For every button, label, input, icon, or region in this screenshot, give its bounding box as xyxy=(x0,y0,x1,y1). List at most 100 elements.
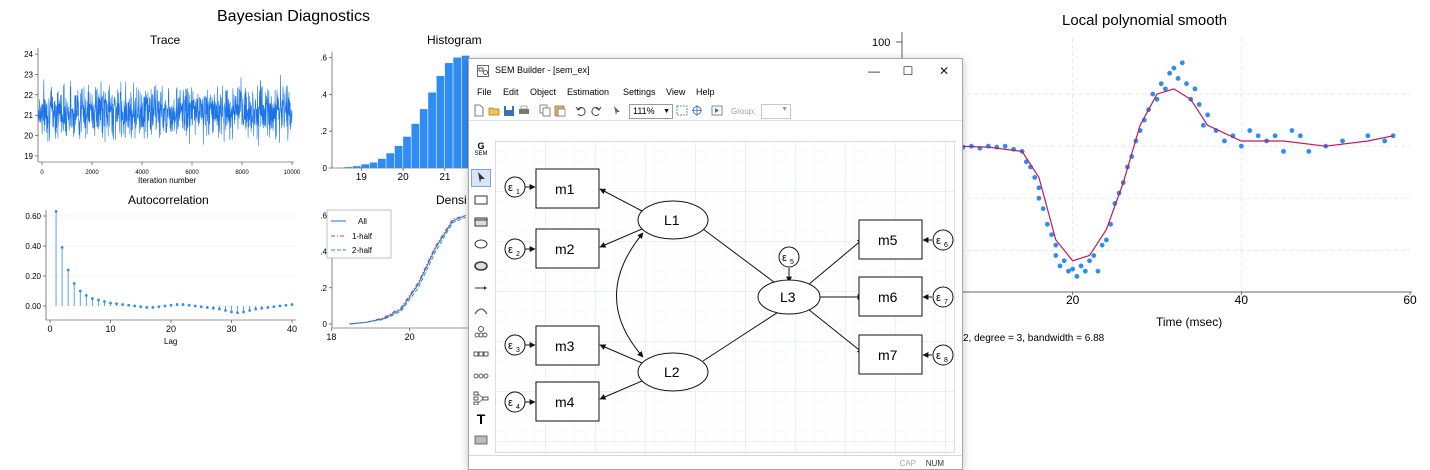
observed-label: m1 xyxy=(555,181,575,197)
covariance-l1-l2 xyxy=(616,232,644,358)
title-bar[interactable]: SEM Builder - [sem_ex] — ☐ ✕ xyxy=(469,59,962,83)
menu-edit[interactable]: Edit xyxy=(503,87,519,97)
histogram-bar xyxy=(419,109,428,168)
add-measurement-component-icon[interactable] xyxy=(473,325,489,339)
observed-label: m5 xyxy=(878,232,898,248)
sem-diagram-canvas[interactable]: m1 m2 m3 m4 m5 m6 m7 L1 xyxy=(495,141,955,453)
path-l2-m3 xyxy=(599,344,643,364)
error-term[interactable]: ε 1 xyxy=(504,176,526,198)
sem-builder-window[interactable]: SEM Builder - [sem_ex] — ☐ ✕ File Edit O… xyxy=(468,58,963,470)
acf-point xyxy=(260,306,264,310)
acf-point xyxy=(272,305,276,309)
observed-variable[interactable]: m2 xyxy=(535,228,600,269)
smooth-point xyxy=(1196,102,1202,107)
error-term[interactable]: ε 5 xyxy=(778,246,800,268)
menu-estimation[interactable]: Estimation xyxy=(567,87,610,97)
estimate-icon[interactable] xyxy=(711,104,723,117)
menu-help[interactable]: Help xyxy=(696,87,715,97)
select-tool[interactable] xyxy=(471,169,491,187)
smooth-point xyxy=(1078,263,1084,269)
add-observed-variable-icon[interactable] xyxy=(473,193,489,207)
error-subscript: 3 xyxy=(516,347,520,354)
add-regression-component-icon[interactable] xyxy=(473,391,489,405)
pointer-tool-icon[interactable] xyxy=(611,104,623,117)
add-observed-set-icon[interactable] xyxy=(473,347,489,361)
group-select[interactable]: ▼ xyxy=(761,104,791,119)
minimize-button[interactable]: — xyxy=(868,64,880,78)
observed-variable[interactable]: m5 xyxy=(858,219,923,260)
error-subscript: 4 xyxy=(516,404,520,411)
error-term[interactable]: ε 7 xyxy=(932,286,954,308)
latent-variable[interactable]: L1 xyxy=(637,200,709,240)
fit-to-window-icon[interactable] xyxy=(676,104,688,117)
smooth-point xyxy=(1104,237,1109,243)
latent-variable[interactable]: L2 xyxy=(637,352,709,392)
observed-variable[interactable]: m6 xyxy=(858,276,923,317)
dens-y-tick-label: 0 xyxy=(323,320,328,329)
paste-icon[interactable] xyxy=(554,104,566,117)
add-path-icon[interactable] xyxy=(473,281,489,295)
trace-title: Trace xyxy=(150,33,181,47)
save-icon[interactable] xyxy=(503,104,515,117)
print-icon[interactable] xyxy=(518,104,530,117)
observed-variable[interactable]: m4 xyxy=(535,381,600,422)
close-button[interactable]: ✕ xyxy=(938,64,950,78)
dens-x-tick-label: 18 xyxy=(326,332,336,342)
observed-label: m4 xyxy=(555,394,575,410)
histogram-bar xyxy=(369,162,378,168)
acf-point xyxy=(163,304,167,308)
acf-point xyxy=(181,303,185,306)
add-covariance-icon[interactable] xyxy=(473,303,489,317)
menu-file[interactable]: File xyxy=(477,87,492,97)
histogram-bar xyxy=(352,166,361,168)
add-multilevel-latent-icon[interactable] xyxy=(473,259,489,273)
chevron-down-icon: ▼ xyxy=(781,106,788,113)
center-icon[interactable] xyxy=(691,104,703,117)
histogram-bar xyxy=(386,153,395,168)
error-term[interactable]: ε 6 xyxy=(932,229,954,251)
undo-icon[interactable] xyxy=(575,104,587,117)
window-title: SEM Builder - [sem_ex] xyxy=(495,65,590,75)
error-term[interactable]: ε 2 xyxy=(504,238,526,260)
legend-2half-label: 2-half xyxy=(352,246,373,255)
acf-point xyxy=(60,246,64,249)
error-term[interactable]: ε 3 xyxy=(504,334,526,356)
acf-x-tick-label: 0 xyxy=(47,324,52,334)
menu-settings[interactable]: Settings xyxy=(623,87,656,97)
smooth-point xyxy=(1040,206,1046,212)
open-folder-icon[interactable] xyxy=(488,104,500,117)
menu-object[interactable]: Object xyxy=(530,87,557,97)
add-latent-set-icon[interactable] xyxy=(473,369,489,383)
toolbar: 111%▼ Group: ▼ xyxy=(469,101,962,121)
redo-icon[interactable] xyxy=(590,104,602,117)
add-generalized-response-icon[interactable] xyxy=(473,215,489,229)
latent-variable[interactable]: L3 xyxy=(757,279,821,315)
copy-icon[interactable] xyxy=(539,104,551,117)
observed-variable[interactable]: m3 xyxy=(535,325,600,366)
add-latent-variable-icon[interactable] xyxy=(473,237,489,251)
error-term[interactable]: ε 8 xyxy=(932,344,954,366)
error-symbol: ε xyxy=(782,252,787,264)
observed-variable[interactable]: m7 xyxy=(858,334,923,375)
status-bar: CAP NUM xyxy=(469,455,962,469)
new-file-icon[interactable] xyxy=(473,104,485,117)
add-text-tool[interactable]: T xyxy=(476,411,486,427)
path-l2-m4 xyxy=(599,380,643,400)
observed-variable[interactable]: m1 xyxy=(535,168,600,209)
acf-point xyxy=(127,303,131,307)
smooth-x-label: Time (msec) xyxy=(1156,315,1222,329)
menu-view[interactable]: View xyxy=(666,87,686,97)
acf-point xyxy=(103,300,106,303)
maximize-button[interactable]: ☐ xyxy=(902,64,914,78)
add-area-icon[interactable] xyxy=(473,433,489,447)
trace-x-tick-label: 2000 xyxy=(85,170,99,176)
latent-label: L2 xyxy=(664,364,680,380)
trace-x-tick-label: 4000 xyxy=(135,170,149,176)
zoom-select[interactable]: 111%▼ xyxy=(629,104,673,119)
histogram-bar xyxy=(453,57,462,168)
acf-point xyxy=(193,304,197,308)
histogram-bar xyxy=(394,145,403,168)
error-term[interactable]: ε 4 xyxy=(504,391,526,413)
